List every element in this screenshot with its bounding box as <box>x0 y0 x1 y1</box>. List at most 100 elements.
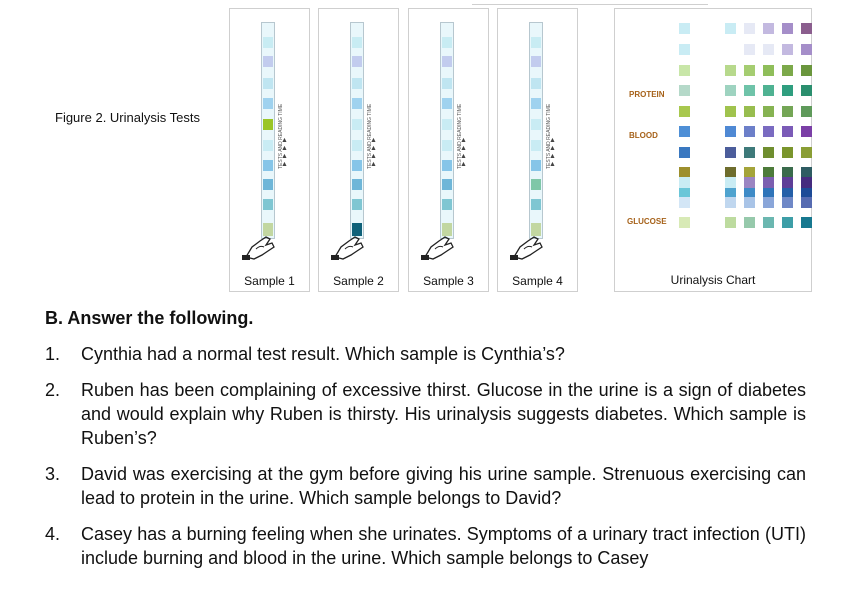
reference-swatch <box>801 177 812 188</box>
reference-swatch <box>679 126 690 137</box>
strip-pad <box>531 78 541 89</box>
reference-swatch <box>725 106 736 117</box>
strip-vertical-text: TESTS AND READING TIME <box>367 103 373 169</box>
strip-pad <box>442 78 452 89</box>
reference-swatch <box>782 65 793 76</box>
question-4: 4. Casey has a burning feeling when she … <box>45 522 825 592</box>
reference-swatch <box>801 65 812 76</box>
question-1: 1. Cynthia had a normal test result. Whi… <box>45 342 825 368</box>
reference-swatch <box>801 85 812 96</box>
reference-swatch <box>744 85 755 96</box>
strip-vertical-text: TESTS AND READING TIME <box>278 103 284 169</box>
strip-pad <box>352 199 362 210</box>
reference-swatch <box>679 106 690 117</box>
strip-pad <box>531 223 541 236</box>
reference-swatch <box>725 217 736 228</box>
reference-swatch <box>782 44 793 55</box>
reference-swatch <box>801 126 812 137</box>
reference-swatch <box>801 197 812 208</box>
reference-swatch <box>744 126 755 137</box>
reference-swatch <box>679 23 690 34</box>
chart-title: Urinalysis Chart <box>670 273 756 287</box>
reference-swatch <box>679 197 690 208</box>
reference-swatch <box>801 106 812 117</box>
reference-swatch <box>679 85 690 96</box>
question-number: 3. <box>45 464 61 484</box>
reference-swatch <box>763 197 774 208</box>
reference-swatch <box>725 65 736 76</box>
strip-pad <box>352 119 362 130</box>
hand-icon <box>331 236 364 260</box>
strip-pad <box>442 199 452 210</box>
strip-pad <box>531 179 541 190</box>
strip-pad <box>531 56 541 67</box>
question-3: 3. David was exercising at the gym befor… <box>45 462 825 512</box>
reference-swatch <box>679 44 690 55</box>
strip-pad <box>263 56 273 67</box>
test-strip <box>529 22 543 239</box>
strip-pad <box>263 179 273 190</box>
strip-pad <box>442 98 452 109</box>
strip-pad <box>531 98 541 109</box>
reference-swatch <box>763 177 774 188</box>
question-text: Casey has a burning feeling when she uri… <box>81 524 806 568</box>
strip-pad <box>531 160 541 171</box>
question-number: 1. <box>45 344 61 364</box>
reference-swatch <box>782 85 793 96</box>
strip-pad <box>352 37 362 48</box>
test-strip <box>261 22 275 239</box>
strip-pad <box>531 140 541 151</box>
question-number: 2. <box>45 380 61 400</box>
sample-label: Sample 4 <box>512 274 563 288</box>
reference-swatch <box>725 197 736 208</box>
blood-label: BLOOD <box>629 131 658 140</box>
question-text: Cynthia had a normal test result. Which … <box>81 344 565 364</box>
glucose-label: GLUCOSE <box>627 217 667 226</box>
strip-pad <box>352 223 362 236</box>
reference-swatch <box>801 167 812 178</box>
strip-pad <box>263 119 273 130</box>
strip-pad <box>442 223 452 236</box>
strip-pad <box>352 78 362 89</box>
reference-swatch <box>679 217 690 228</box>
strip-vertical-text: TESTS AND READING TIME <box>457 103 463 169</box>
hand-icon <box>510 236 543 260</box>
reference-swatch <box>744 23 755 34</box>
strip-pad <box>352 179 362 190</box>
reference-swatch <box>763 187 774 198</box>
sample-label: Sample 2 <box>333 274 384 288</box>
reference-swatch <box>744 187 755 198</box>
reference-swatch <box>782 197 793 208</box>
strip-pad <box>352 56 362 67</box>
reference-swatch <box>679 167 690 178</box>
reference-swatch <box>801 187 812 198</box>
top-divider <box>472 0 708 5</box>
strip-pad <box>263 98 273 109</box>
reference-swatch <box>725 187 736 198</box>
reference-swatch <box>763 23 774 34</box>
reference-swatch <box>725 167 736 178</box>
reading-arrows: ▲▲▲▲ <box>281 137 288 168</box>
reference-swatch <box>763 106 774 117</box>
reference-swatch <box>782 217 793 228</box>
reference-swatch <box>744 147 755 158</box>
reference-swatch <box>782 167 793 178</box>
hand-icon <box>421 236 454 260</box>
sample-panel-2: ▲▲▲▲ TESTS AND READING TIME Sample 2 <box>318 8 399 292</box>
reference-swatch <box>725 147 736 158</box>
strip-pad <box>442 140 452 151</box>
reference-swatch <box>744 197 755 208</box>
protein-label: PROTEIN <box>629 90 665 99</box>
reference-swatch <box>782 177 793 188</box>
reference-swatch <box>679 65 690 76</box>
question-number: 4. <box>45 524 61 544</box>
strip-pad <box>263 160 273 171</box>
reading-arrows: ▲▲▲▲ <box>549 137 556 168</box>
reference-swatch <box>744 177 755 188</box>
reference-swatch <box>725 85 736 96</box>
strip-pad <box>263 140 273 151</box>
sample-label: Sample 3 <box>423 274 474 288</box>
reference-swatch <box>744 217 755 228</box>
figure-caption: Figure 2. Urinalysis Tests <box>55 110 200 125</box>
reference-swatch <box>763 217 774 228</box>
